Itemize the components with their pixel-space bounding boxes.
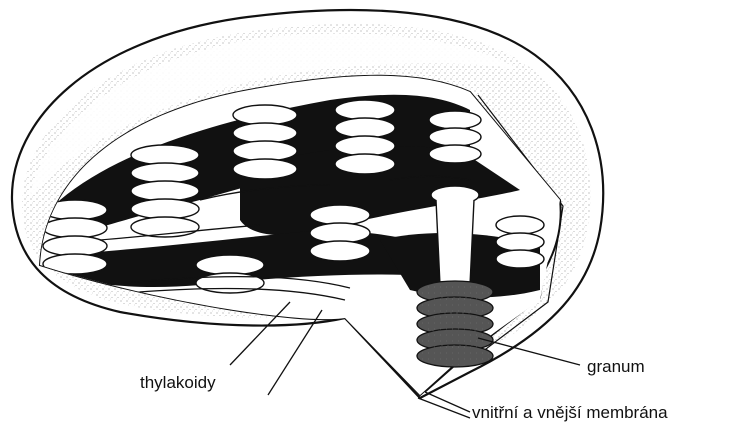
granum-stack-5 — [429, 111, 481, 163]
granum-stack-8 — [496, 216, 544, 268]
granum-stack-7 — [310, 205, 370, 261]
label-membranes: vnitřní a vnější membrána — [472, 403, 668, 422]
granum-stack-2 — [131, 145, 199, 237]
label-granum: granum — [587, 357, 645, 376]
label-thylakoidy: thylakoidy — [140, 373, 216, 392]
